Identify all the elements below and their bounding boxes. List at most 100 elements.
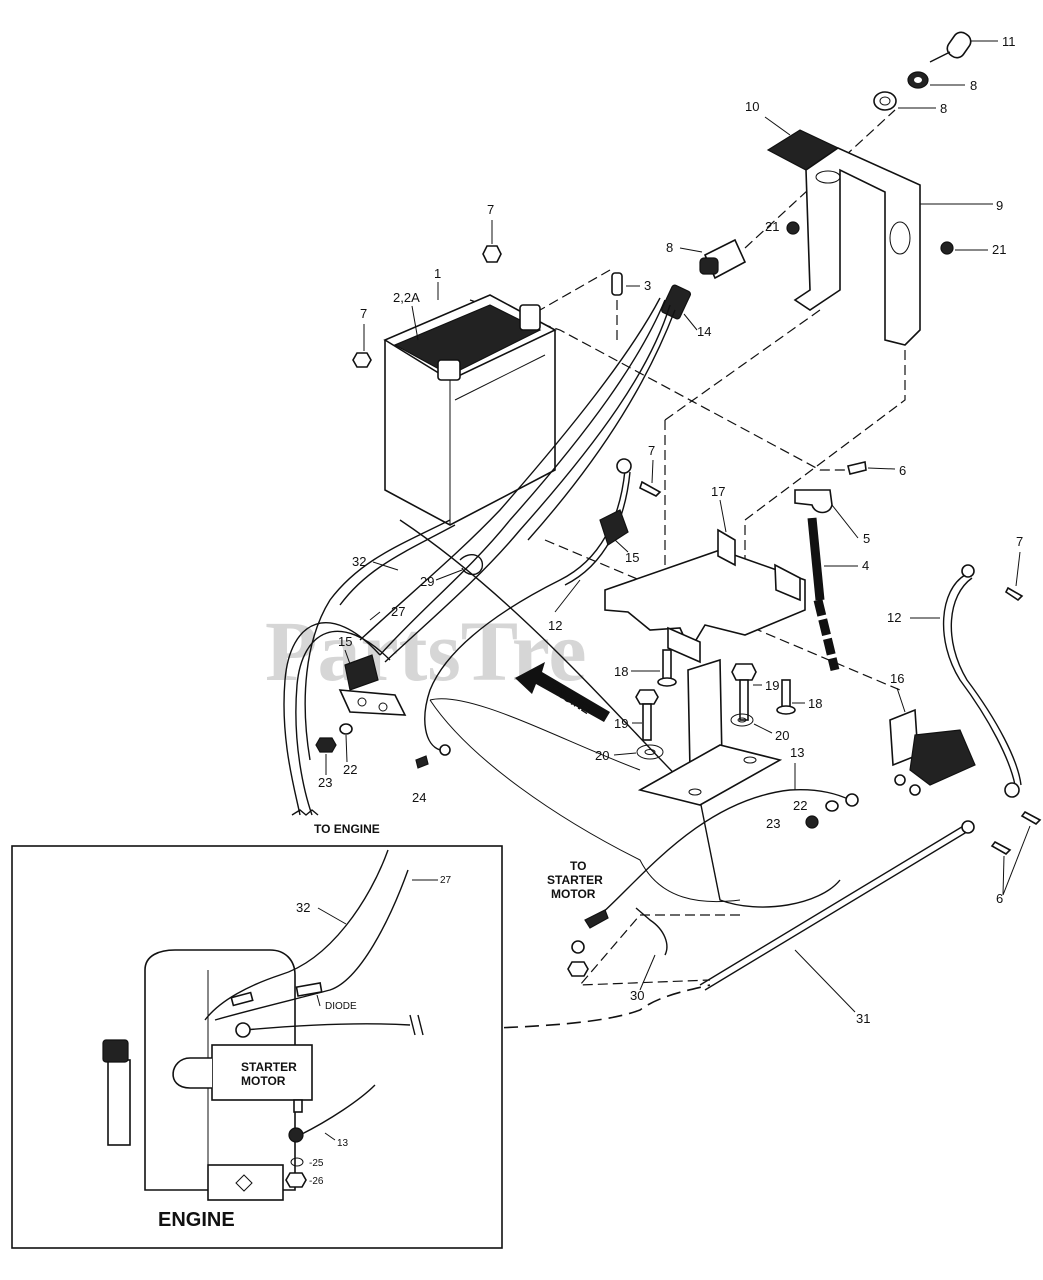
callout-13-main: 13 (790, 745, 804, 760)
callout-13-inset: 13 (337, 1138, 349, 1149)
callout-15-left: 15 (338, 634, 352, 649)
ignition-key (929, 31, 972, 63)
callout-19-left: 19 (614, 716, 628, 731)
bolt-18-right (776, 679, 796, 715)
callout-6-bottom: 6 (996, 891, 1003, 906)
callout-23-left: 23 (318, 775, 332, 790)
callout-7-center: 7 (648, 443, 655, 458)
ignition-switch (699, 109, 896, 280)
cable-clamp (794, 489, 833, 514)
washer-22-left (339, 723, 353, 735)
battery (383, 294, 557, 526)
callout-5: 5 (863, 531, 870, 546)
inset-starter-motor (172, 1044, 313, 1101)
callout-7-top: 7 (487, 202, 494, 217)
diode-label: DIODE (325, 1001, 357, 1012)
callout-26: -26 (309, 1176, 324, 1187)
callout-21-left: 21 (765, 219, 779, 234)
fuse-holder-right (599, 509, 629, 546)
callout-6-top: 6 (899, 463, 906, 478)
lead-wires-to-engine (283, 519, 456, 816)
screw-24 (415, 755, 429, 769)
bolt-19-right (731, 663, 757, 721)
callout-16: 16 (890, 671, 904, 686)
to-engine-label: TO ENGINE (314, 822, 380, 836)
washer-22-right (825, 800, 839, 812)
callout-18-left: 18 (614, 664, 628, 679)
nut-23-right (805, 815, 819, 829)
callout-11: 11 (1002, 34, 1016, 49)
wire-clip (635, 907, 668, 956)
bolt-18-left (657, 649, 677, 687)
callout-8-b: 8 (940, 101, 947, 116)
callout-12-left: 12 (548, 618, 562, 633)
callout-23-right: 23 (766, 816, 780, 831)
callout-8-a: 8 (970, 78, 977, 93)
callout-20-right: 20 (775, 728, 789, 743)
callout-21-right: 21 (992, 242, 1006, 257)
terminal-bolt-3 (611, 272, 623, 340)
inset-starter-label-1: STARTER (241, 1060, 297, 1074)
starter-solenoid (889, 708, 976, 796)
callout-3: 3 (644, 278, 651, 293)
callout-1: 1 (434, 266, 441, 281)
callout-32-main: 32 (352, 554, 366, 569)
wiring-harness (359, 284, 692, 663)
callout-18-right: 18 (808, 696, 822, 711)
callout-9: 9 (996, 198, 1003, 213)
lockwasher-20-right (730, 713, 754, 727)
ground-strap (699, 820, 975, 991)
callout-24: 24 (412, 790, 426, 805)
callout-32-inset: 32 (296, 900, 310, 915)
callout-27-inset: 27 (440, 875, 452, 886)
callout-7-left: 7 (360, 306, 367, 321)
to-starter-label-2: STARTER (547, 873, 603, 887)
washer-8-a (907, 71, 929, 89)
callout-25: -25 (309, 1158, 324, 1169)
callout-22-left: 22 (343, 762, 357, 777)
inset-starter-cable (235, 1014, 424, 1038)
callout-8-switch: 8 (666, 240, 673, 255)
callout-27-main: 27 (391, 604, 405, 619)
nut-23-left (315, 737, 337, 753)
callout-30: 30 (630, 988, 644, 1003)
callout-19-right: 19 (765, 678, 779, 693)
callout-22-right: 22 (793, 798, 807, 813)
callout-17: 17 (711, 484, 725, 499)
callout-15-right: 15 (625, 550, 639, 565)
screw-6-lower-a (990, 840, 1012, 855)
callout-10: 10 (745, 99, 759, 114)
callout-2-2a: 2,2A (393, 290, 420, 305)
callout-4: 4 (862, 558, 869, 573)
battery-support-bracket (604, 528, 806, 664)
callout-7-right: 7 (1016, 534, 1023, 549)
washer-8-b (873, 91, 897, 111)
protective-sleeve (807, 517, 840, 672)
nut-21-right (940, 241, 954, 255)
nut-7-left (352, 352, 372, 368)
inset-lead-wires (204, 849, 409, 1021)
fuse-holder-left (338, 654, 407, 716)
dash-bracket (793, 147, 921, 346)
inset-cable-13 (285, 1084, 376, 1188)
to-starter-label-1: TO (570, 859, 586, 873)
nut-21-left (786, 221, 800, 235)
screw-7-center (639, 480, 662, 497)
mounting-stand (637, 658, 783, 806)
callout-31: 31 (856, 1011, 870, 1026)
lockwasher-20-left (636, 744, 664, 760)
inset-engine-title: ENGINE (158, 1209, 235, 1231)
engine-direction-arrow (515, 662, 610, 722)
nut-7-top (482, 245, 502, 263)
screw-6-lower-b (1020, 810, 1042, 825)
callout-12-right: 12 (887, 610, 901, 625)
callout-29: 29 (420, 574, 434, 589)
callout-20-left: 20 (595, 748, 609, 763)
callout-14: 14 (697, 324, 711, 339)
battery-cable-12-right (942, 564, 1022, 798)
inset-starter-label-2: MOTOR (241, 1074, 286, 1088)
starter-cable-terminal (567, 909, 609, 977)
screw-7-right (1004, 586, 1024, 602)
wire-clip-29 (459, 554, 484, 576)
